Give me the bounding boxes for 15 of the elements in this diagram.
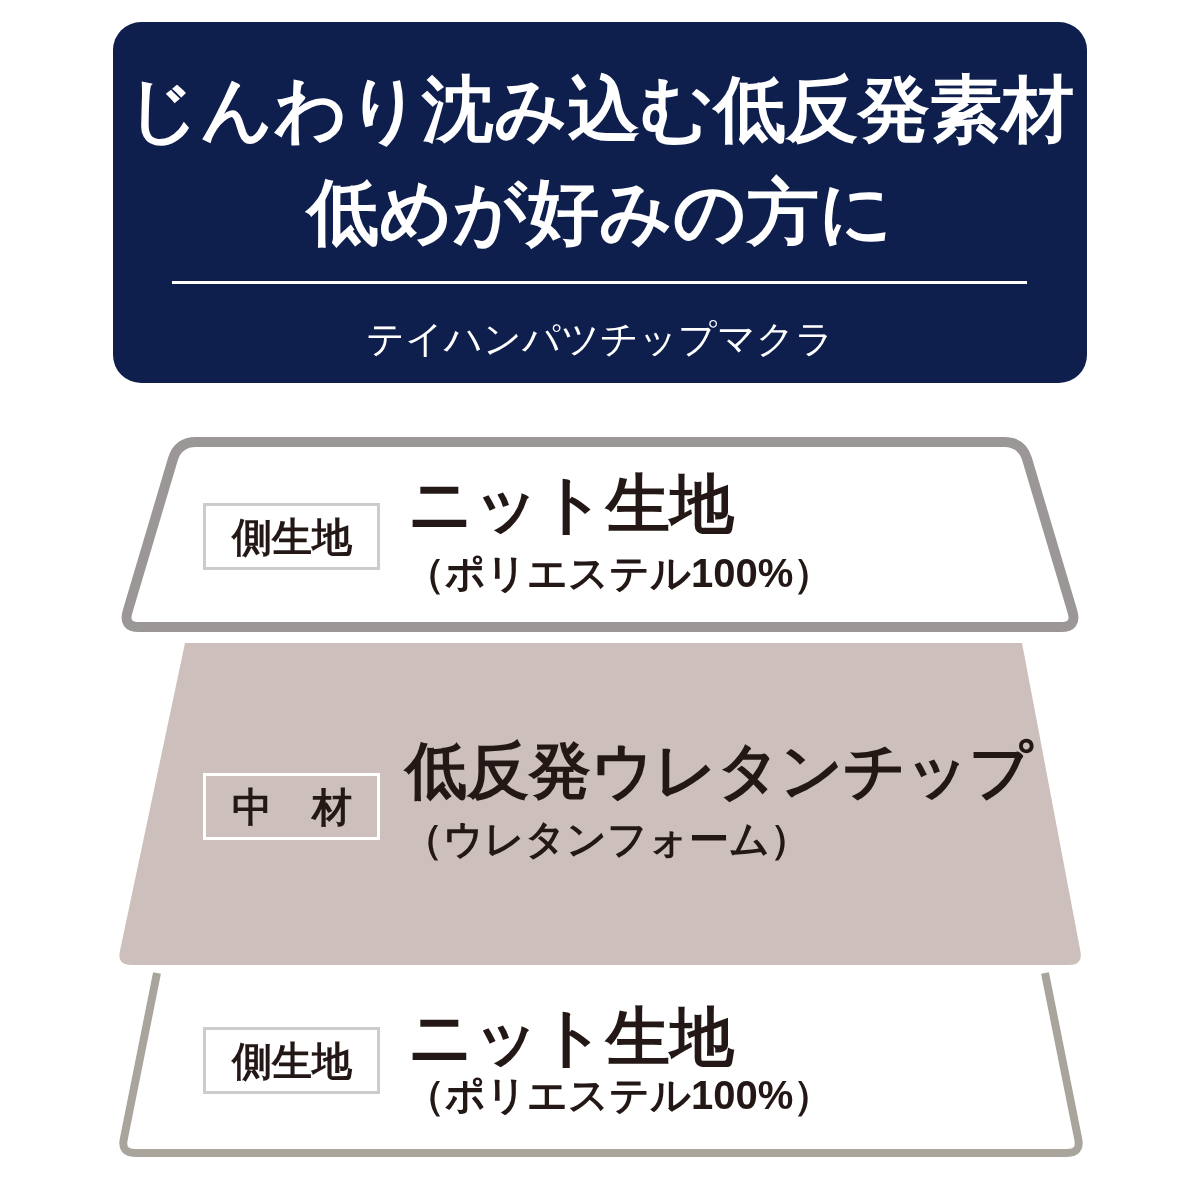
- material-name: 低反発ウレタンチップ: [405, 740, 1032, 802]
- cover-layer-panel: [117, 973, 1085, 1157]
- layer-tag: 側生地: [203, 503, 380, 570]
- material-name: ニット生地: [408, 472, 734, 536]
- title-banner: [113, 22, 1087, 383]
- headline: じんわり沈み込む低反発素材: [126, 73, 1074, 145]
- material-name: ニット生地: [408, 1005, 734, 1069]
- headline: 低めが好みの方に: [307, 176, 893, 248]
- material-composition: （ポリエステル100%）: [405, 553, 834, 593]
- material-composition: （ポリエステル100%）: [405, 1075, 834, 1115]
- filling-layer-panel: [117, 643, 1083, 965]
- product-subtitle: テイハンパツチップマクラ: [366, 320, 834, 358]
- material-composition: （ウレタンフォーム）: [403, 819, 810, 859]
- layer-tag: 中 材: [203, 773, 380, 840]
- layer-tag: 側生地: [203, 1027, 380, 1094]
